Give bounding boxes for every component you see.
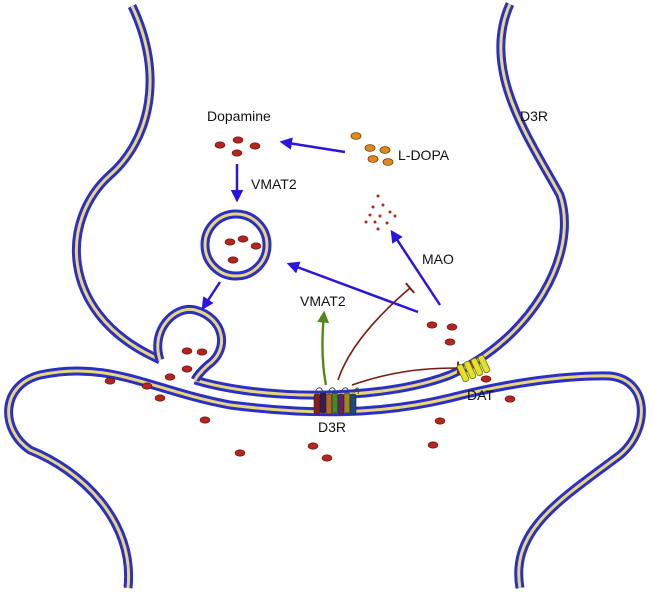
dopamine-molecule (426, 321, 438, 329)
dopamine-molecule (307, 442, 319, 450)
dopamine-molecules (104, 136, 516, 462)
dopamine-molecule (227, 256, 239, 264)
dopamine-molecule (224, 238, 236, 246)
label-ldopa: L-DOPA (398, 147, 450, 163)
presynaptic-membrane (71, 2, 569, 400)
dopamine-molecule (250, 242, 262, 250)
mao-metabolites (364, 194, 397, 231)
d3r-receptor (313, 387, 359, 415)
metabolite-dot (368, 213, 372, 217)
dopamine-molecule (231, 149, 243, 157)
dopamine-molecule (446, 323, 458, 331)
metabolite-dot (381, 203, 385, 207)
metabolite-dot (371, 205, 375, 209)
activation-arrow-vmat2 (317, 310, 330, 386)
label-vmat2-top: VMAT2 (251, 176, 297, 192)
metabolite-dot (376, 194, 380, 198)
dopamine-molecule (154, 394, 166, 402)
dopamine-molecule (232, 136, 244, 144)
metabolite-dot (393, 214, 397, 218)
ldopa-molecule (350, 132, 362, 140)
label-dat: DAT (467, 387, 494, 403)
label-mao: MAO (422, 251, 454, 267)
dopamine-molecule (141, 382, 153, 390)
ldopa-molecule (379, 146, 391, 154)
metabolite-dot (388, 210, 392, 214)
metabolite-dot (376, 227, 380, 231)
arrow-ldopa-to-dopamine (279, 137, 346, 154)
dopamine-molecule (427, 441, 439, 449)
ldopa-molecule (367, 155, 379, 163)
fusing-vesicle (153, 304, 227, 383)
inhibition-arrow-dat (351, 361, 459, 386)
pathway-arrows (201, 137, 442, 314)
synaptic-vesicle (200, 209, 272, 281)
metabolite-dot (385, 221, 389, 225)
inhibition-arrow-reuptake (337, 282, 415, 381)
dopamine-molecule (434, 417, 446, 425)
label-d3r-corner: D3R (520, 108, 548, 124)
dopamine-molecule (480, 375, 492, 383)
dopamine-molecule (321, 454, 333, 462)
ldopa-molecules (350, 132, 394, 166)
metabolite-dot (378, 214, 382, 218)
dopamine-molecule (181, 347, 193, 355)
label-dopamine: Dopamine (207, 108, 271, 124)
dopamine-molecule (181, 365, 193, 373)
dopamine-molecule (199, 416, 211, 424)
dopamine-molecule (104, 377, 116, 385)
dopamine-molecule (444, 338, 456, 346)
ldopa-molecule (364, 144, 376, 152)
dopamine-molecule (164, 373, 176, 381)
dopamine-molecule (196, 348, 208, 356)
arrow-to-mao (390, 229, 442, 306)
dat-transporter (456, 354, 491, 383)
arrow-vesicle-to-release (201, 281, 222, 311)
dopamine-molecule (214, 141, 226, 149)
label-vmat2-d3r: VMAT2 (300, 293, 346, 309)
metabolite-dot (364, 220, 368, 224)
ldopa-molecule (382, 158, 394, 166)
dopamine-molecule (249, 142, 261, 150)
dopamine-molecule (234, 449, 246, 457)
metabolite-dot (373, 220, 377, 224)
dopamine-molecule (237, 235, 249, 243)
label-d3r-receptor: D3R (318, 419, 346, 435)
dopamine-molecule (504, 395, 516, 403)
regulation-arrows (317, 282, 459, 386)
arrow-reuptake-to-vesicle (286, 261, 419, 314)
